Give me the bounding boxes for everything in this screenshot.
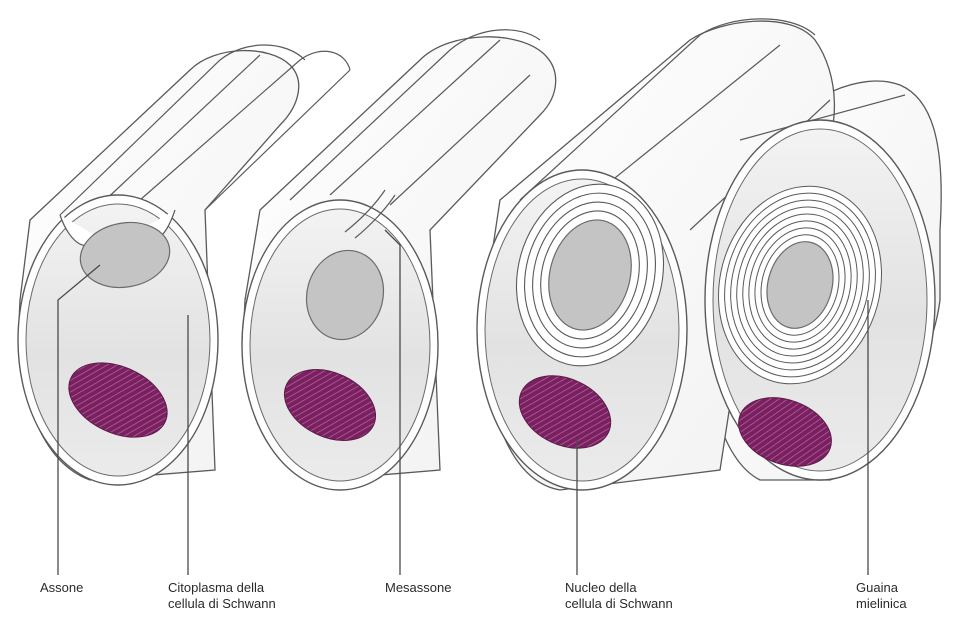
label-guaina: Guaina mielinica	[856, 580, 907, 612]
label-citoplasma-line2: cellula di Schwann	[168, 596, 276, 612]
label-guaina-line2: mielinica	[856, 596, 907, 612]
label-citoplasma: Citoplasma della cellula di Schwann	[168, 580, 276, 612]
label-nucleo: Nucleo della cellula di Schwann	[565, 580, 673, 612]
stage-3-face	[477, 167, 687, 490]
label-citoplasma-line1: Citoplasma della	[168, 580, 276, 596]
label-guaina-line1: Guaina	[856, 580, 907, 596]
label-mesassone: Mesassone	[385, 580, 451, 596]
label-nucleo-line1: Nucleo della	[565, 580, 673, 596]
label-nucleo-line2: cellula di Schwann	[565, 596, 673, 612]
label-assone-text: Assone	[40, 580, 83, 595]
label-mesassone-text: Mesassone	[385, 580, 451, 595]
label-assone: Assone	[40, 580, 83, 596]
